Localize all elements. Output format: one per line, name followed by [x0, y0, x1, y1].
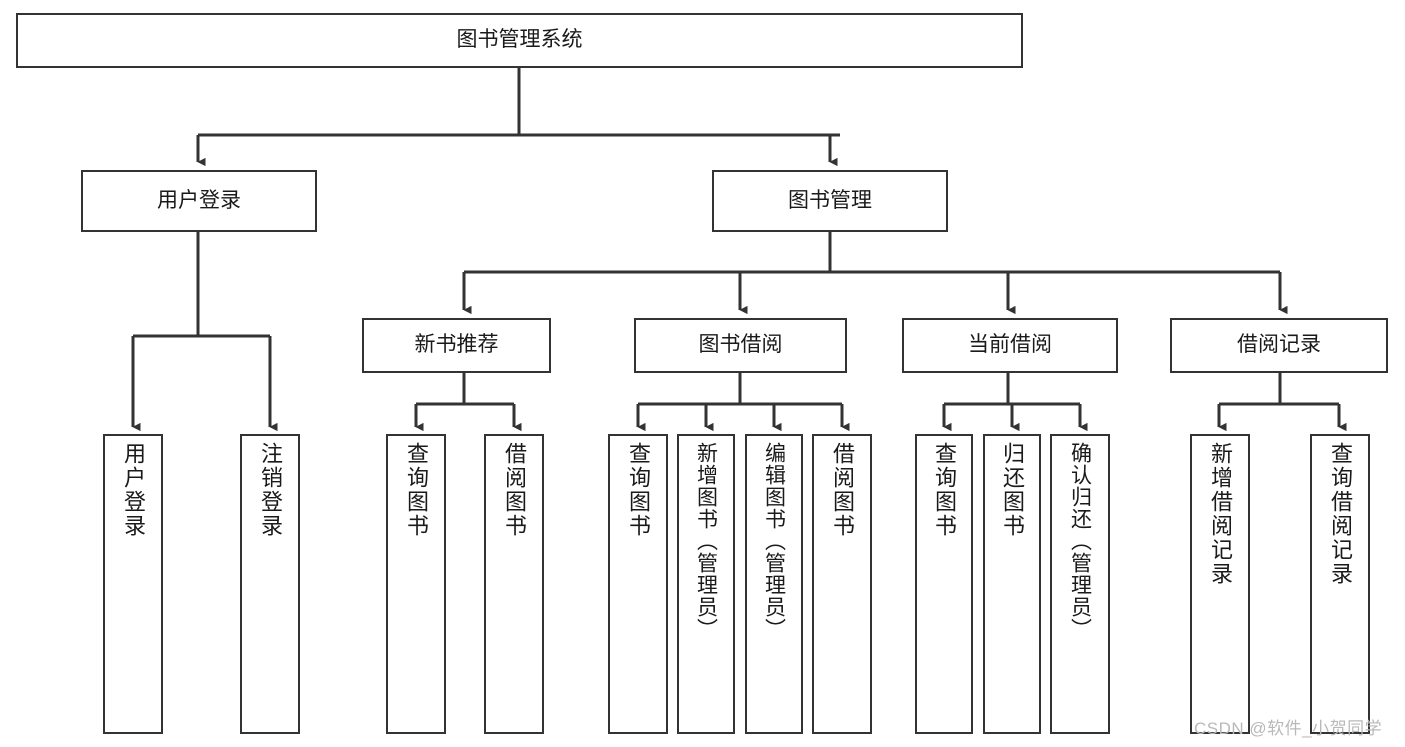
node-book-management[interactable]: 图书管理: [712, 170, 948, 232]
node-label: 借阅记录: [1237, 333, 1321, 357]
node-label: 图书管理系统: [456, 28, 583, 52]
node-label: 新书推荐: [414, 333, 499, 357]
node-label: 查询借阅记录: [1328, 442, 1353, 586]
node-label: 归还图书: [1000, 442, 1025, 538]
node-label: 图书借阅: [698, 333, 783, 357]
node-root-book-management-system[interactable]: 图书管理系统: [16, 13, 1023, 68]
leaf-cb-return-book[interactable]: 归还图书: [983, 434, 1041, 734]
node-user-login[interactable]: 用户登录: [81, 170, 317, 232]
node-label: 新增借阅记录: [1208, 442, 1233, 586]
node-label: 查询图书: [932, 442, 957, 538]
node-label: 新增图书（管理员）: [694, 442, 718, 640]
node-label: 确认归还（管理员）: [1068, 442, 1092, 640]
node-label: 当前借阅: [968, 333, 1052, 357]
node-label: 注销登录: [258, 442, 283, 538]
leaf-user-login[interactable]: 用户登录: [103, 434, 163, 734]
leaf-nb-query-book[interactable]: 查询图书: [386, 434, 446, 734]
leaf-bb-borrow-book[interactable]: 借阅图书: [812, 434, 872, 734]
leaf-nb-borrow-book[interactable]: 借阅图书: [484, 434, 544, 734]
leaf-cb-confirm-return-admin[interactable]: 确认归还（管理员）: [1050, 434, 1110, 734]
leaf-bb-query-book[interactable]: 查询图书: [608, 434, 668, 734]
node-label: 图书管理: [788, 188, 872, 212]
node-label: 编辑图书（管理员）: [762, 442, 786, 640]
node-label: 查询图书: [404, 442, 429, 538]
leaf-br-add-record[interactable]: 新增借阅记录: [1190, 434, 1250, 734]
leaf-logout[interactable]: 注销登录: [240, 434, 300, 734]
leaf-br-query-record[interactable]: 查询借阅记录: [1310, 434, 1370, 734]
node-borrow-record[interactable]: 借阅记录: [1170, 318, 1388, 373]
node-current-borrow[interactable]: 当前借阅: [902, 318, 1118, 373]
node-label: 用户登录: [121, 442, 146, 538]
node-label: 查询图书: [626, 442, 651, 538]
node-new-book-recommend[interactable]: 新书推荐: [362, 318, 551, 373]
node-label: 借阅图书: [830, 442, 855, 538]
node-label: 借阅图书: [502, 442, 527, 538]
leaf-bb-edit-book-admin[interactable]: 编辑图书（管理员）: [745, 434, 803, 734]
node-label: 用户登录: [157, 188, 241, 212]
leaf-cb-query-book[interactable]: 查询图书: [915, 434, 973, 734]
node-book-borrow[interactable]: 图书借阅: [634, 318, 847, 373]
csdn-watermark: CSDN @软件_小贺同学: [1194, 719, 1383, 738]
leaf-bb-add-book-admin[interactable]: 新增图书（管理员）: [677, 434, 735, 734]
